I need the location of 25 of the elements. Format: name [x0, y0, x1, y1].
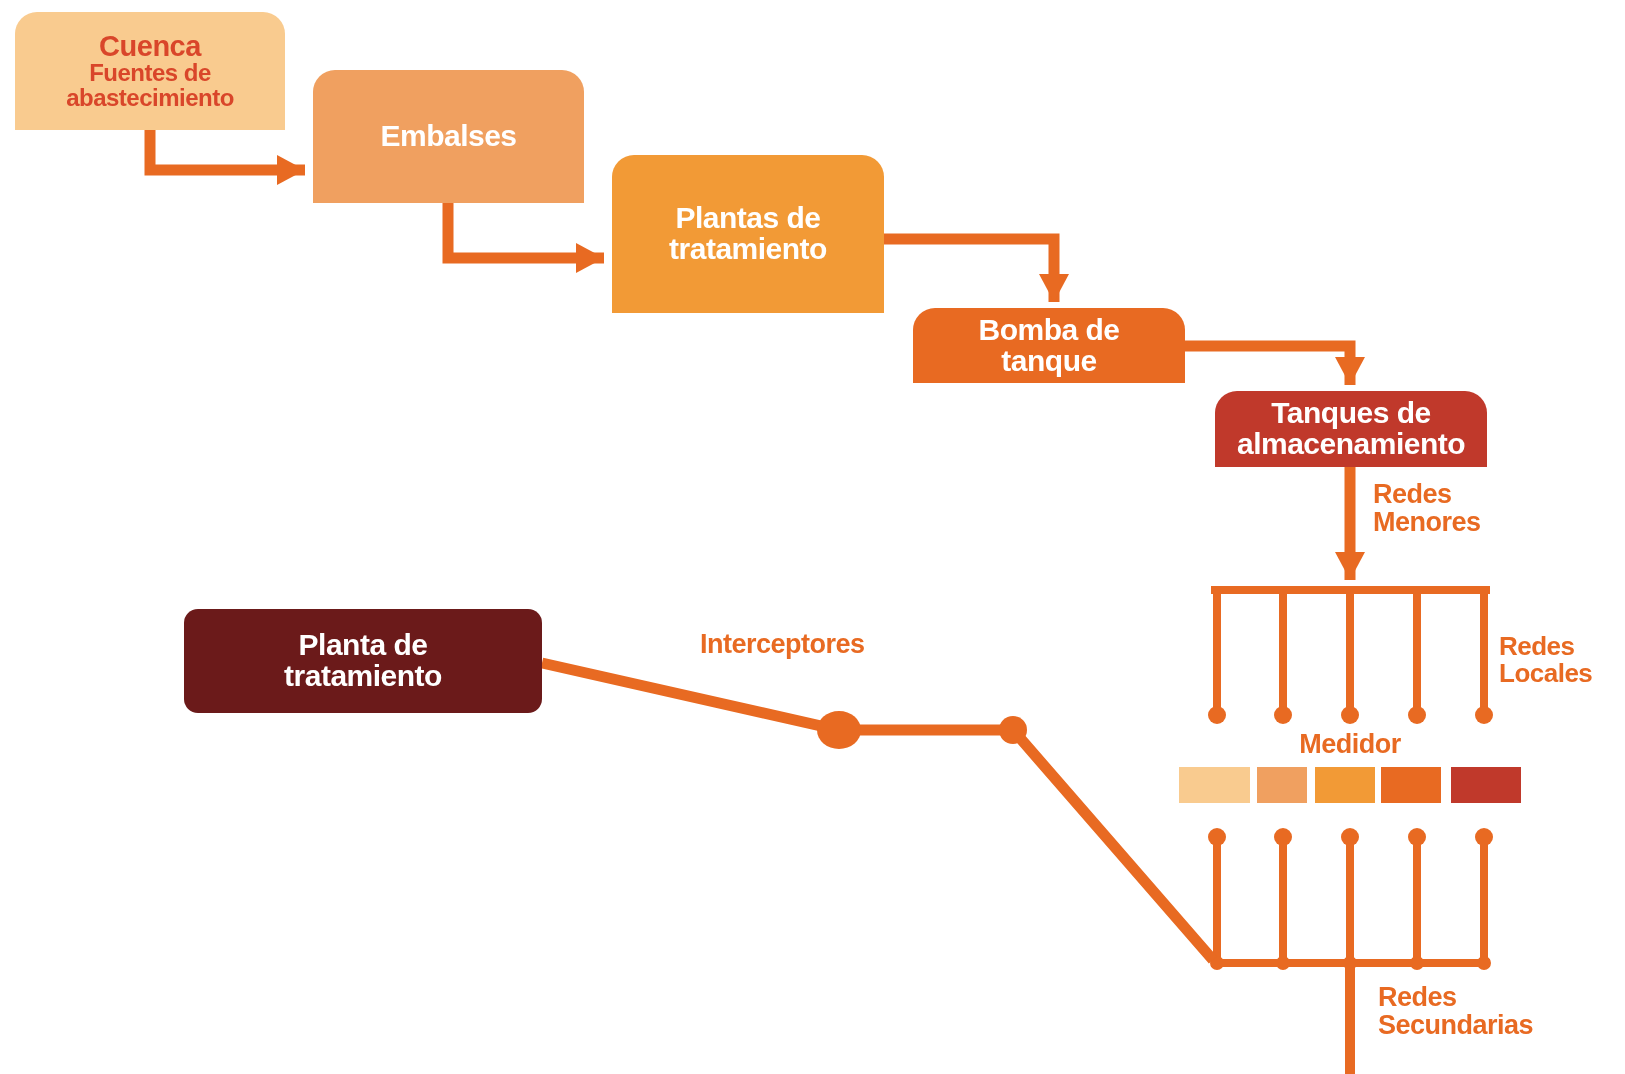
box-title: Embalses	[380, 121, 517, 152]
arrow	[1335, 467, 1365, 580]
arrow	[442, 203, 604, 273]
network-label: Redes Locales	[1499, 633, 1594, 688]
box-title: Tanques de almacenamiento	[1235, 398, 1467, 460]
arrow	[144, 130, 305, 185]
box-title: Plantas de tratamiento	[668, 203, 828, 265]
process-box	[15, 12, 285, 130]
process-box	[313, 70, 584, 203]
edge-label: Redes Menores	[1373, 480, 1482, 537]
box-title: Bomba de tanque	[977, 314, 1121, 377]
box-title: Cuenca	[99, 31, 201, 62]
process-box	[913, 308, 1185, 383]
network-label: Medidor	[1298, 730, 1402, 759]
box-title: Planta de tratamiento	[283, 630, 443, 692]
process-box	[612, 155, 884, 313]
distribution-network-drawing	[1208, 586, 1493, 724]
box-subtitle: Fuentes de abastecimiento	[65, 61, 235, 111]
network-label: Redes Secundarias	[1378, 983, 1535, 1040]
sewer-network-drawing	[1208, 828, 1493, 970]
arrow	[1185, 340, 1365, 385]
arrow	[884, 233, 1069, 302]
process-box	[184, 609, 542, 713]
process-box	[1215, 391, 1487, 467]
edge-label: Interceptores	[700, 630, 865, 659]
